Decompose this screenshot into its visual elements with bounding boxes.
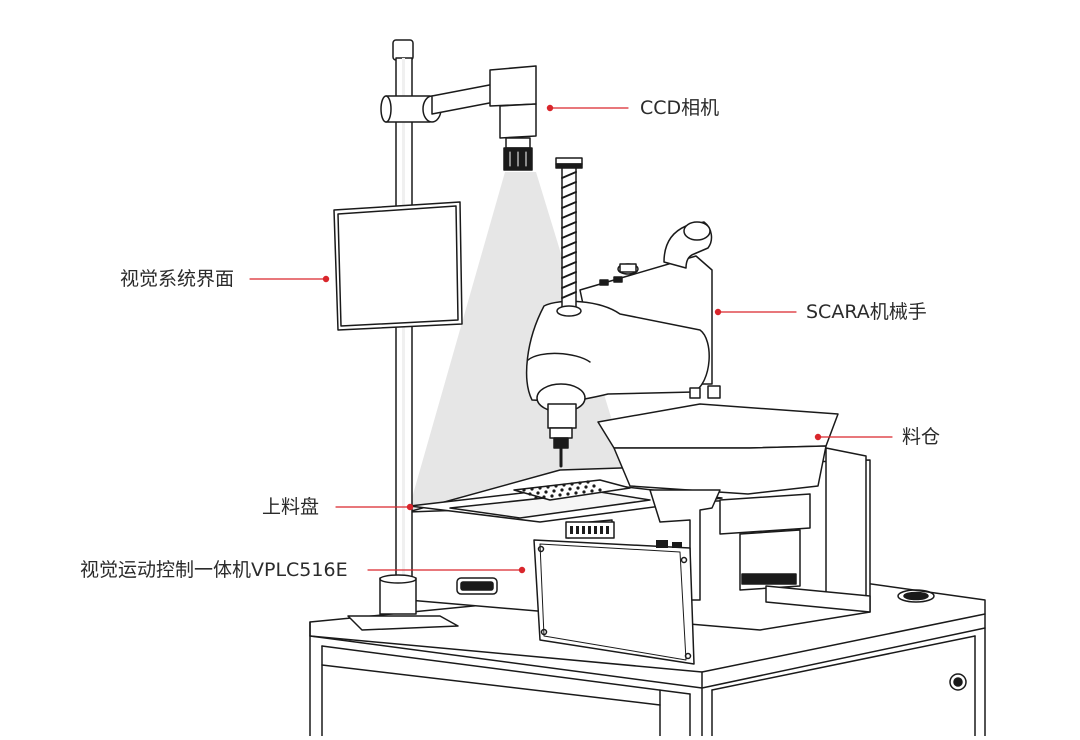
leader-scara-robot [714,308,797,316]
label-loading-tray: 上料盘 [262,496,320,518]
leader-controller [367,566,526,574]
controller-board [533,519,695,665]
leader-loading-tray [335,503,414,511]
label-vision-interface: 视觉系统界面 [120,268,235,290]
label-material-bin: 料仓 [902,426,941,448]
material-bin [597,403,839,601]
leader-lines [249,104,893,574]
scara-robot [525,157,721,468]
bin-support-block [719,447,871,613]
leader-vision-interface [249,275,330,283]
leader-material-bin [814,433,893,441]
loading-tray [409,479,723,523]
ccd-camera [489,65,537,171]
label-controller: 视觉运动控制一体机VPLC516E [80,559,348,581]
leader-ccd-camera [546,104,629,112]
label-ccd-camera: CCD相机 [640,97,720,119]
camera-light-beam [408,172,640,512]
vision-monitor [333,201,463,331]
label-scara-robot: SCARA机械手 [806,301,927,323]
